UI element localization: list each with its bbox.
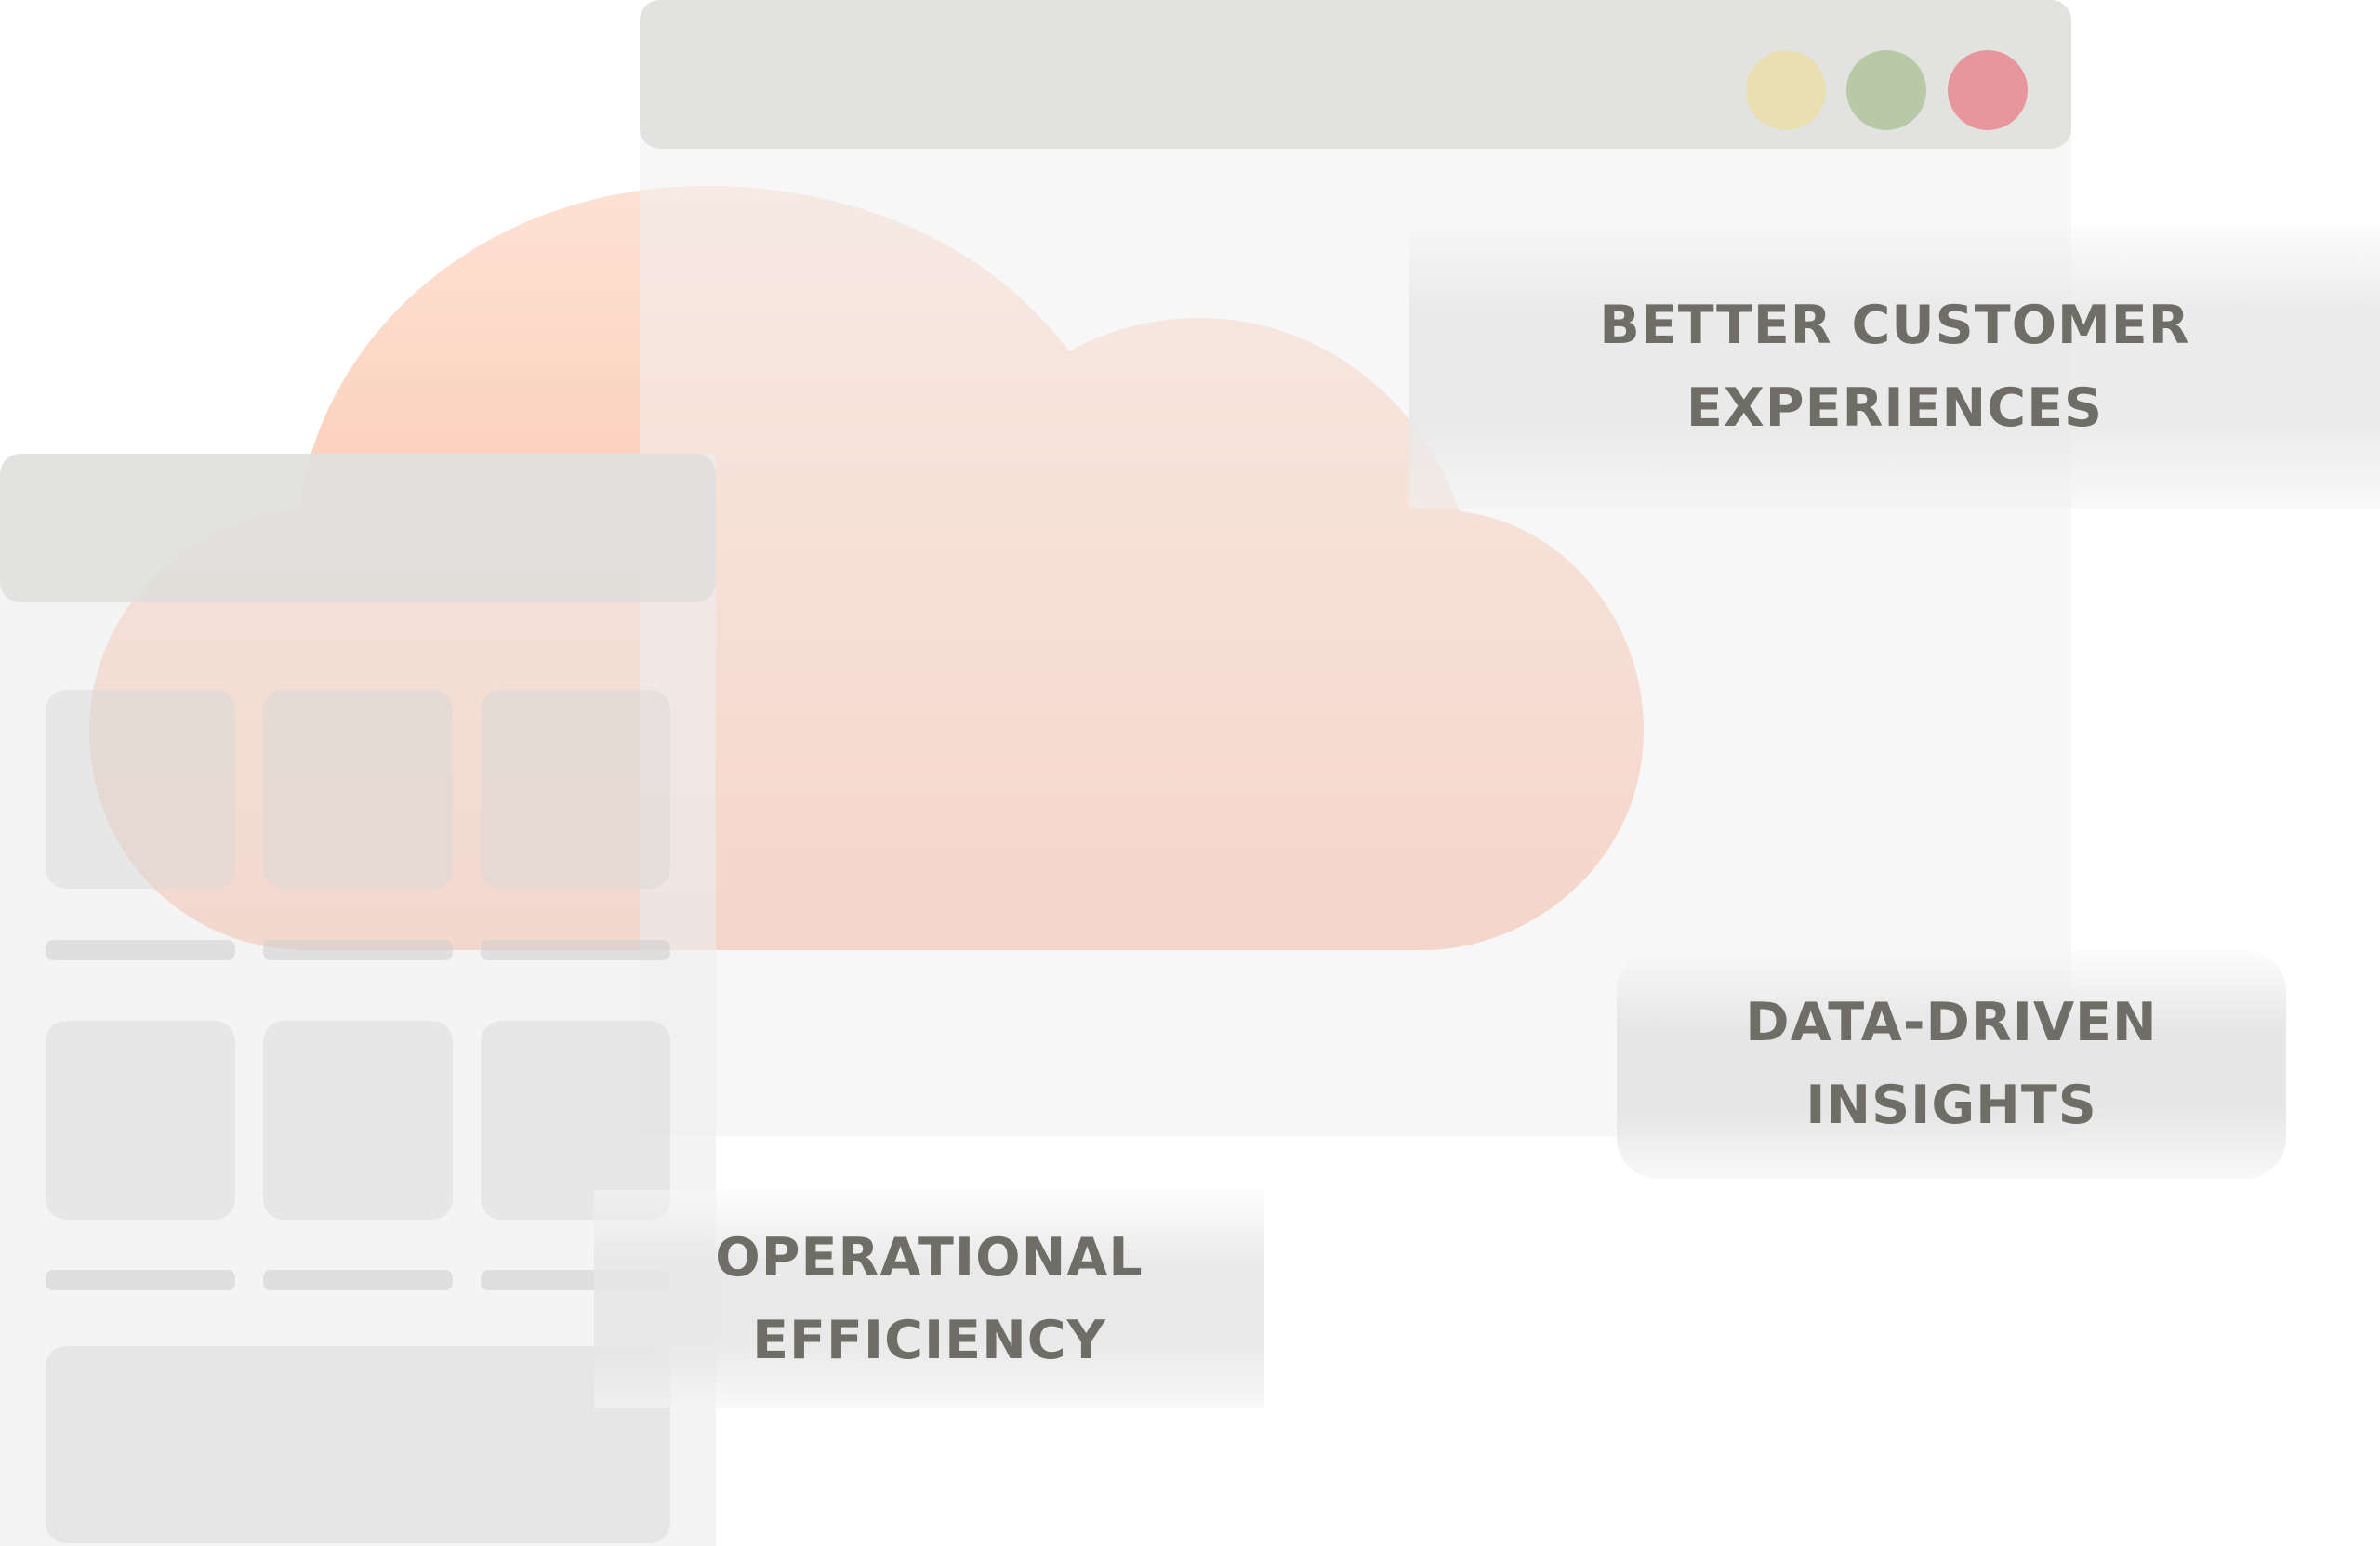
- minimize-dot-icon[interactable]: [1746, 50, 1826, 130]
- label-line: EXPERIENCES: [1686, 377, 2104, 439]
- maximize-dot-icon[interactable]: [1846, 50, 1926, 130]
- label-line: EFFICIENCY: [752, 1309, 1106, 1371]
- grid-tile: [263, 1021, 453, 1220]
- grid-tile: [481, 1021, 670, 1220]
- tile-caption-line: [263, 1270, 453, 1290]
- data-driven-insights-label: DATA-DRIVEN INSIGHTS: [1617, 950, 2286, 1179]
- grid-tile: [263, 690, 453, 889]
- main-window-titlebar: [640, 0, 2071, 149]
- better-customer-experiences-label: BETTER CUSTOMER EXPERIENCES: [1409, 225, 2380, 509]
- label-line: INSIGHTS: [1805, 1075, 2097, 1136]
- tile-caption-line: [46, 940, 235, 960]
- close-dot-icon[interactable]: [1948, 50, 2028, 130]
- label-line: DATA-DRIVEN: [1745, 992, 2158, 1053]
- tile-caption-line: [481, 940, 670, 960]
- label-line: BETTER CUSTOMER: [1599, 294, 2190, 356]
- main-browser-window: [640, 0, 2071, 1136]
- operational-efficiency-label: OPERATIONAL EFFICIENCY: [594, 1190, 1264, 1408]
- grid-tile: [46, 1021, 235, 1220]
- side-browser-window: [0, 454, 716, 1546]
- tile-caption-line: [46, 1270, 235, 1290]
- side-window-titlebar: [0, 454, 716, 602]
- grid-tile: [46, 690, 235, 889]
- tile-caption-line: [263, 940, 453, 960]
- label-line: OPERATIONAL: [715, 1226, 1144, 1288]
- content-block: [46, 1346, 670, 1543]
- grid-tile: [481, 690, 670, 889]
